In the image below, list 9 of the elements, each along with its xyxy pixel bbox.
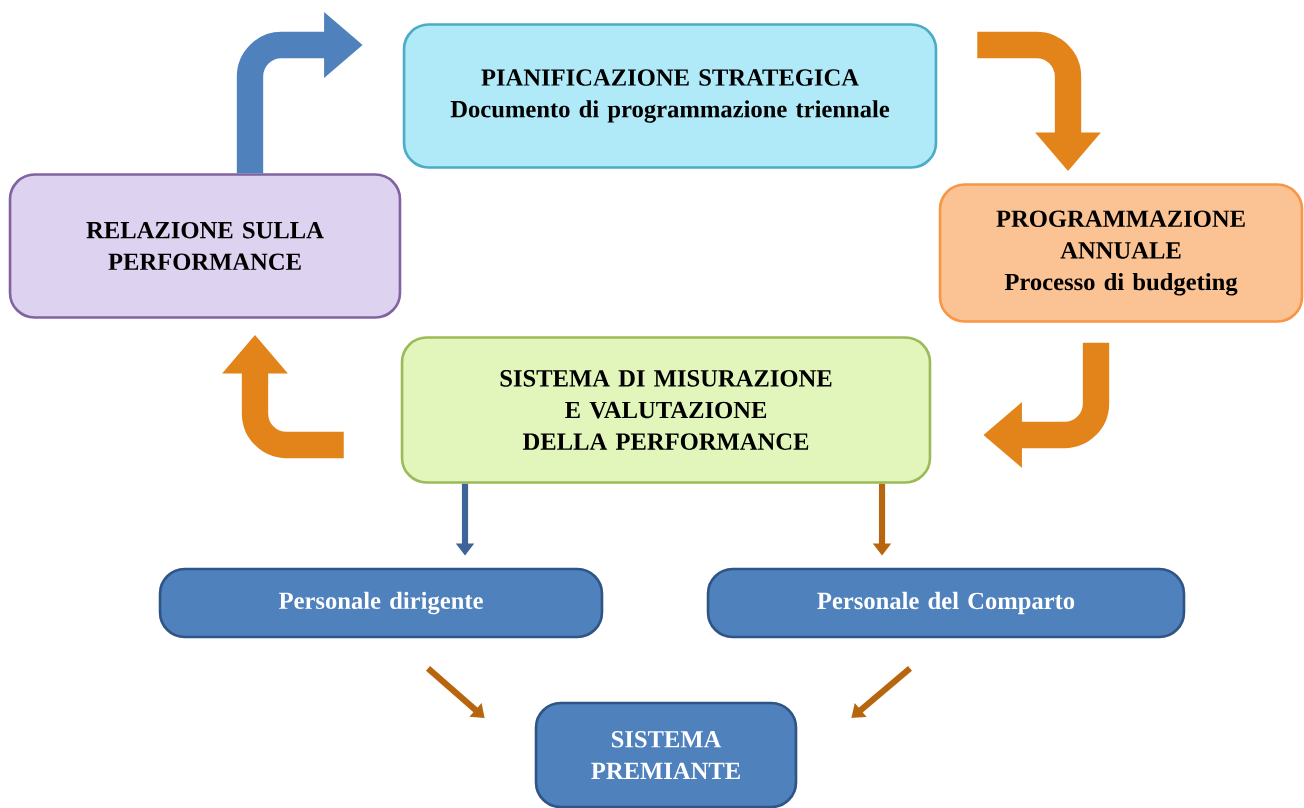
process-box: PROGRAMMAZIONE ANNUALE Processo di budgeting xyxy=(938,183,1304,323)
process-box: Personale del Comparto xyxy=(706,567,1186,639)
process-box: SISTEMA PREMIANTE xyxy=(534,701,798,808)
arrow xyxy=(425,666,485,718)
process-box: Personale dirigente xyxy=(158,567,604,639)
process-box: PIANIFICAZIONE STRATEGICA Documento di programmazione triennale xyxy=(402,23,938,169)
process-box: RELAZIONE SULLA PERFORMANCE xyxy=(8,173,402,319)
arrow xyxy=(851,665,912,718)
process-box: SISTEMA DI MISURAZIONE E VALUTAZIONE DELLA PERFORMANCE xyxy=(400,336,932,484)
